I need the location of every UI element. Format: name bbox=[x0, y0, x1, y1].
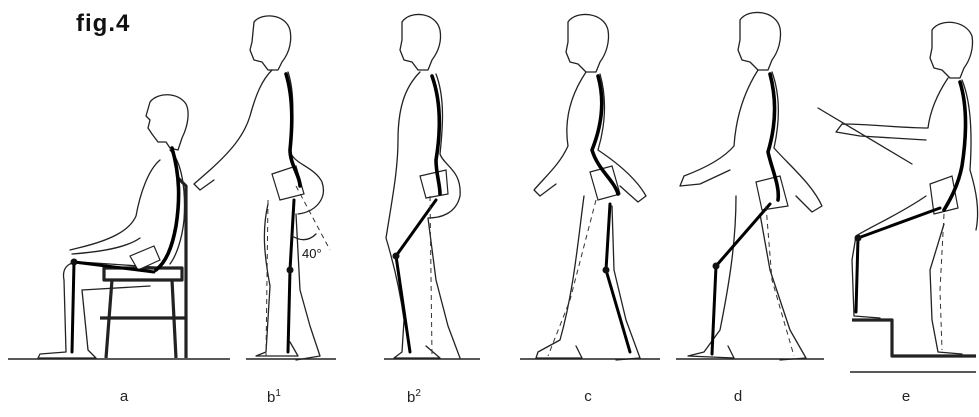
body-outline bbox=[680, 70, 822, 360]
leg-axis bbox=[606, 204, 630, 352]
panel-label-superscript: 2 bbox=[415, 388, 421, 399]
panel-label-superscript: 1 bbox=[275, 388, 281, 399]
angle-label: 40° bbox=[302, 246, 322, 261]
leg-axis bbox=[396, 200, 436, 352]
panel-label-b1: b1 bbox=[267, 388, 281, 406]
panel-label-text: e bbox=[902, 388, 910, 405]
leg-axis bbox=[288, 200, 294, 352]
body-outline bbox=[386, 72, 460, 358]
panel-a-figure bbox=[38, 95, 188, 358]
knee-joint bbox=[713, 263, 720, 270]
knee-joint bbox=[603, 267, 610, 274]
panel-label-d: d bbox=[734, 388, 742, 405]
rear-leg-dashed bbox=[548, 200, 596, 356]
step bbox=[850, 320, 976, 372]
panel-label-a: a bbox=[120, 388, 128, 405]
leg-axis bbox=[856, 208, 940, 312]
head-outline bbox=[738, 12, 781, 70]
body-outline bbox=[194, 70, 323, 360]
panel-label-text: c bbox=[584, 388, 592, 405]
panel-label-e: e bbox=[902, 388, 910, 405]
body-outline bbox=[38, 150, 184, 358]
head-outline bbox=[930, 22, 973, 78]
knee-joint bbox=[855, 235, 862, 242]
head-outline bbox=[250, 16, 291, 70]
panel-label-text: a bbox=[120, 388, 128, 405]
panel-d-figure bbox=[680, 12, 822, 360]
panel-e-figure bbox=[818, 22, 978, 372]
pelvis bbox=[756, 176, 788, 210]
panel-label-text: d bbox=[734, 388, 742, 405]
head-outline bbox=[146, 95, 188, 150]
vertical-reference-dashed bbox=[430, 196, 432, 356]
leg-axis bbox=[712, 204, 770, 354]
body-outline bbox=[534, 72, 646, 360]
panel-b2-figure bbox=[386, 14, 460, 358]
knee-joint bbox=[393, 253, 400, 260]
head-outline bbox=[400, 14, 441, 70]
figure-title: fig.4 bbox=[76, 10, 130, 38]
rear-leg-dashed bbox=[766, 206, 794, 356]
pelvis bbox=[420, 170, 448, 198]
head-outline bbox=[566, 14, 609, 72]
knee-joint bbox=[287, 267, 294, 274]
panel-label-c: c bbox=[584, 388, 592, 405]
angle-reference-dashed bbox=[296, 186, 330, 250]
panel-label-b2: b2 bbox=[407, 388, 421, 406]
knee-joint bbox=[71, 259, 78, 266]
panel-b1-figure bbox=[194, 16, 330, 360]
panel-c-figure bbox=[534, 14, 646, 360]
angle-arc bbox=[292, 234, 316, 240]
spine-line bbox=[156, 148, 179, 270]
